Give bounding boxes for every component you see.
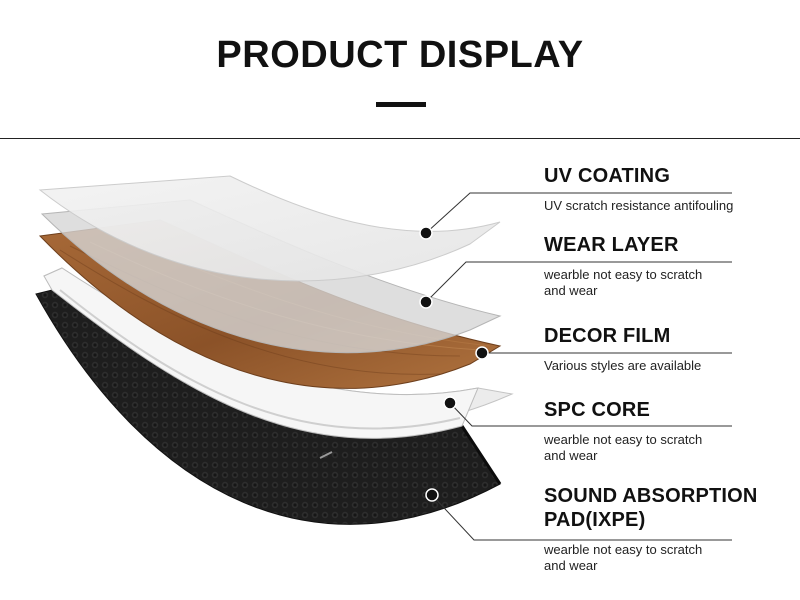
label-title: SOUND ABSORPTION PAD(IXPE) (544, 485, 758, 531)
sound-pad-dot (425, 488, 439, 502)
spc-core-leader (449, 402, 732, 427)
spc-core-dot (443, 396, 457, 410)
wear-layer-leader (425, 261, 732, 303)
page-title: PRODUCT DISPLAY (216, 34, 584, 76)
label-description: wearble not easy to scratch and wear (544, 267, 703, 298)
label-description: UV scratch resistance antifouling (544, 198, 734, 213)
label-uv-coating: UV COATING UV scratch resistance antifou… (544, 164, 784, 214)
leader-lines (425, 192, 732, 541)
label-spc-core: SPC CORE wearble not easy to scratch and… (544, 398, 784, 464)
label-description: Various styles are available (544, 358, 702, 373)
label-title: UV COATING (544, 165, 671, 187)
label-wear-layer: WEAR LAYER wearble not easy to scratch a… (544, 233, 784, 299)
label-title: DECOR FILM (544, 325, 671, 347)
header-divider (0, 138, 800, 139)
uv-coating-dot (419, 226, 433, 240)
title-accent-bar (376, 102, 426, 107)
label-description: wearble not easy to scratch and wear (544, 542, 703, 573)
wear-layer-dot (419, 295, 433, 309)
label-title: SPC CORE (544, 399, 651, 421)
label-description: wearble not easy to scratch and wear (544, 432, 703, 463)
spc-core-layer (43, 267, 514, 459)
leader-dots (419, 226, 489, 502)
uv-coating-leader (425, 192, 732, 234)
uv-coating-layer (38, 175, 501, 282)
label-sound-pad: SOUND ABSORPTION PAD(IXPE) wearble not e… (544, 484, 784, 574)
decor-film-dot (475, 346, 489, 360)
header: PRODUCT DISPLAY (0, 0, 800, 140)
label-title: WEAR LAYER (544, 234, 679, 256)
sound-pad-leader (431, 494, 732, 541)
label-decor-film: DECOR FILM Various styles are available (544, 324, 784, 374)
